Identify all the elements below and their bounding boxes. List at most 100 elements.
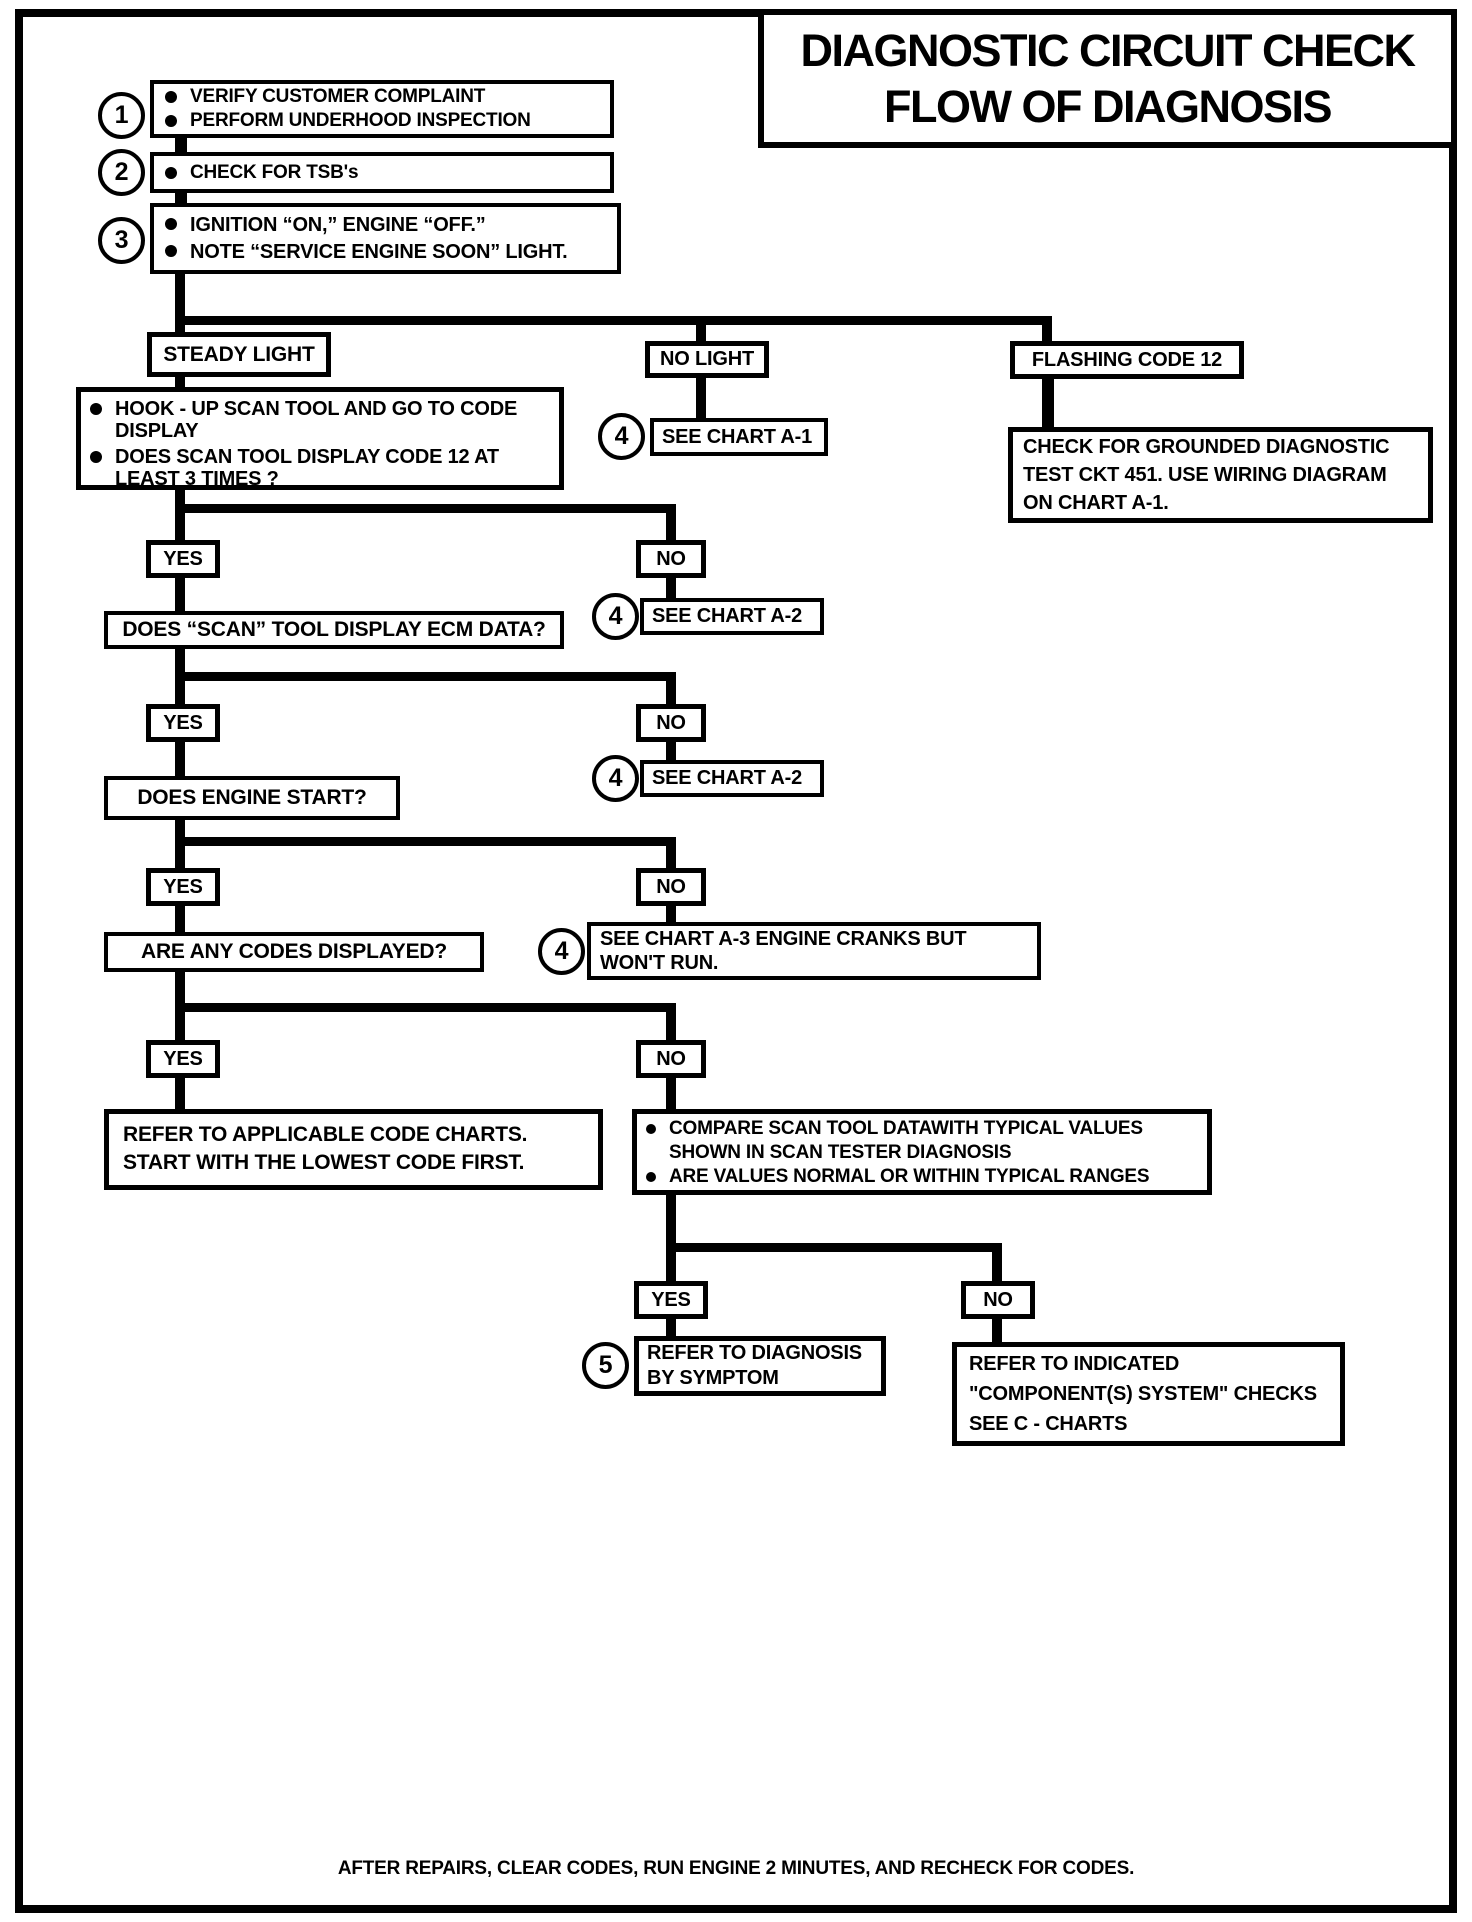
- connector-line: [175, 576, 185, 613]
- ref-number: 5: [598, 1351, 613, 1379]
- ref-number: 4: [554, 937, 569, 965]
- engine-start-question-box: DOES ENGINE START?: [104, 776, 400, 820]
- step-3-box: IGNITION “ON,” ENGINE “OFF.” NOTE “SERVI…: [150, 203, 621, 274]
- no-light-label: NO LIGHT: [660, 348, 754, 370]
- bullet-icon: [165, 115, 177, 127]
- connector-line: [175, 1003, 676, 1012]
- step-1-circle: 1: [98, 92, 145, 139]
- ref-number: 4: [614, 422, 629, 450]
- connector-line: [666, 1243, 1002, 1252]
- bullet-text: HOOK - UP SCAN TOOL AND GO TO CODE DISPL…: [115, 398, 518, 442]
- connector-line: [175, 904, 185, 932]
- step-2-box: CHECK FOR TSB's: [150, 152, 614, 193]
- see-chart-a2-label: SEE CHART A-2: [652, 767, 803, 789]
- ref-circle-4: 4: [598, 413, 645, 460]
- steady-light-box: STEADY LIGHT: [147, 332, 331, 377]
- no-box-1: NO: [636, 540, 706, 578]
- connector-line: [175, 316, 185, 334]
- step-2-number: 2: [114, 158, 129, 186]
- connector-line: [1042, 316, 1052, 343]
- step-3-circle: 3: [98, 217, 145, 264]
- bullet-item: NOTE “SERVICE ENGINE SOON” LIGHT.: [160, 239, 611, 266]
- ref-circle-4: 4: [592, 593, 639, 640]
- connector-line: [175, 135, 187, 154]
- see-chart-a2-box-2: SEE CHART A-2: [640, 760, 824, 797]
- yes-box-2: YES: [146, 704, 220, 742]
- connector-line: [696, 375, 706, 420]
- no-box-4: NO: [636, 1040, 706, 1078]
- connector-line: [992, 1243, 1002, 1283]
- bullet-text: IGNITION “ON,” ENGINE “OFF.”: [190, 214, 486, 236]
- bullet-item: IGNITION “ON,” ENGINE “OFF.”: [160, 212, 611, 239]
- connector-line: [666, 904, 676, 924]
- connector-line: [175, 837, 676, 846]
- page-title-line-1: DIAGNOSTIC CIRCUIT CHECK: [800, 24, 1417, 76]
- bullet-item: ARE VALUES NORMAL OR WITHIN TYPICAL RANG…: [641, 1165, 1203, 1189]
- ref-number: 4: [608, 764, 623, 792]
- bullet-text: ARE VALUES NORMAL OR WITHIN TYPICAL RANG…: [669, 1166, 1150, 1187]
- no-label: NO: [656, 711, 686, 734]
- engine-start-question: DOES ENGINE START?: [137, 786, 367, 809]
- connector-line: [666, 1003, 676, 1042]
- no-label: NO: [983, 1288, 1013, 1311]
- bullet-text: VERIFY CUSTOMER COMPLAINT: [190, 86, 486, 107]
- see-chart-a1-label: SEE CHART A-1: [662, 425, 813, 448]
- bullet-text: COMPARE SCAN TOOL DATAWITH TYPICAL VALUE…: [669, 1118, 1143, 1163]
- connector-line: [175, 504, 676, 513]
- yes-box-1: YES: [146, 540, 220, 578]
- step-1-box: VERIFY CUSTOMER COMPLAINT PERFORM UNDERH…: [150, 80, 614, 138]
- title-box: DIAGNOSTIC CIRCUIT CHECK FLOW OF DIAGNOS…: [758, 9, 1457, 148]
- yes-box-3: YES: [146, 868, 220, 906]
- connector-line: [175, 488, 185, 542]
- no-label: NO: [656, 1047, 686, 1070]
- yes-box-5: YES: [634, 1281, 708, 1319]
- connector-line: [666, 1076, 676, 1111]
- step-2-circle: 2: [98, 149, 145, 196]
- ecm-data-question-box: DOES “SCAN” TOOL DISPLAY ECM DATA?: [104, 611, 564, 649]
- no-label: NO: [656, 875, 686, 898]
- bullet-icon: [646, 1172, 656, 1182]
- no-box-3: NO: [636, 868, 706, 906]
- yes-label: YES: [163, 875, 203, 898]
- connector-line: [175, 375, 185, 389]
- refer-component-checks-box: REFER TO INDICATED "COMPONENT(S) SYSTEM"…: [952, 1342, 1345, 1446]
- bullet-text: NOTE “SERVICE ENGINE SOON” LIGHT.: [190, 241, 568, 263]
- bullet-icon: [646, 1124, 656, 1134]
- codes-displayed-question-box: ARE ANY CODES DISPLAYED?: [104, 932, 484, 972]
- see-chart-a1-box: SEE CHART A-1: [650, 418, 828, 456]
- bullet-item: CHECK FOR TSB's: [160, 161, 359, 185]
- connector-line: [666, 504, 676, 542]
- connector-line: [666, 672, 676, 706]
- bullet-item: HOOK - UP SCAN TOOL AND GO TO CODE DISPL…: [85, 398, 555, 442]
- compare-scan-data-box: COMPARE SCAN TOOL DATAWITH TYPICAL VALUE…: [632, 1109, 1212, 1195]
- refer-code-charts-box: REFER TO APPLICABLE CODE CHARTS. START W…: [104, 1109, 603, 1190]
- grounded-diagnostic-box: CHECK FOR GROUNDED DIAGNOSTIC TEST CKT 4…: [1008, 427, 1433, 523]
- footer-note: AFTER REPAIRS, CLEAR CODES, RUN ENGINE 2…: [337, 1858, 1135, 1879]
- refer-symptom-box: REFER TO DIAGNOSIS BY SYMPTOM: [634, 1336, 886, 1396]
- bullet-text: CHECK FOR TSB's: [190, 161, 359, 183]
- bullet-icon: [165, 245, 177, 257]
- ecm-data-question: DOES “SCAN” TOOL DISPLAY ECM DATA?: [122, 618, 546, 641]
- connector-line: [992, 1317, 1002, 1344]
- yes-box-4: YES: [146, 1040, 220, 1078]
- step-3-number: 3: [114, 226, 129, 254]
- flashing-code-label: FLASHING CODE 12: [1031, 348, 1223, 371]
- bullet-item: DOES SCAN TOOL DISPLAY CODE 12 AT LEAST …: [85, 446, 555, 490]
- bullet-icon: [165, 166, 177, 179]
- connector-line: [666, 837, 676, 870]
- no-light-box: NO LIGHT: [645, 341, 769, 378]
- connector-line: [666, 1317, 676, 1338]
- yes-label: YES: [651, 1288, 691, 1311]
- bullet-item: COMPARE SCAN TOOL DATAWITH TYPICAL VALUE…: [641, 1117, 1203, 1165]
- connector-line: [666, 576, 676, 600]
- step-1-number: 1: [114, 101, 129, 129]
- see-chart-a2-label: SEE CHART A-2: [652, 605, 803, 627]
- connector-line: [175, 190, 187, 205]
- hook-up-scan-tool-box: HOOK - UP SCAN TOOL AND GO TO CODE DISPL…: [76, 387, 564, 490]
- connector-line: [1042, 377, 1054, 427]
- codes-displayed-question: ARE ANY CODES DISPLAYED?: [141, 940, 447, 963]
- ref-circle-4: 4: [538, 928, 585, 975]
- see-chart-a3-box: SEE CHART A-3 ENGINE CRANKS BUT WON'T RU…: [587, 922, 1041, 980]
- page-title-line-2: FLOW OF DIAGNOSIS: [884, 80, 1332, 132]
- connector-line: [175, 740, 185, 778]
